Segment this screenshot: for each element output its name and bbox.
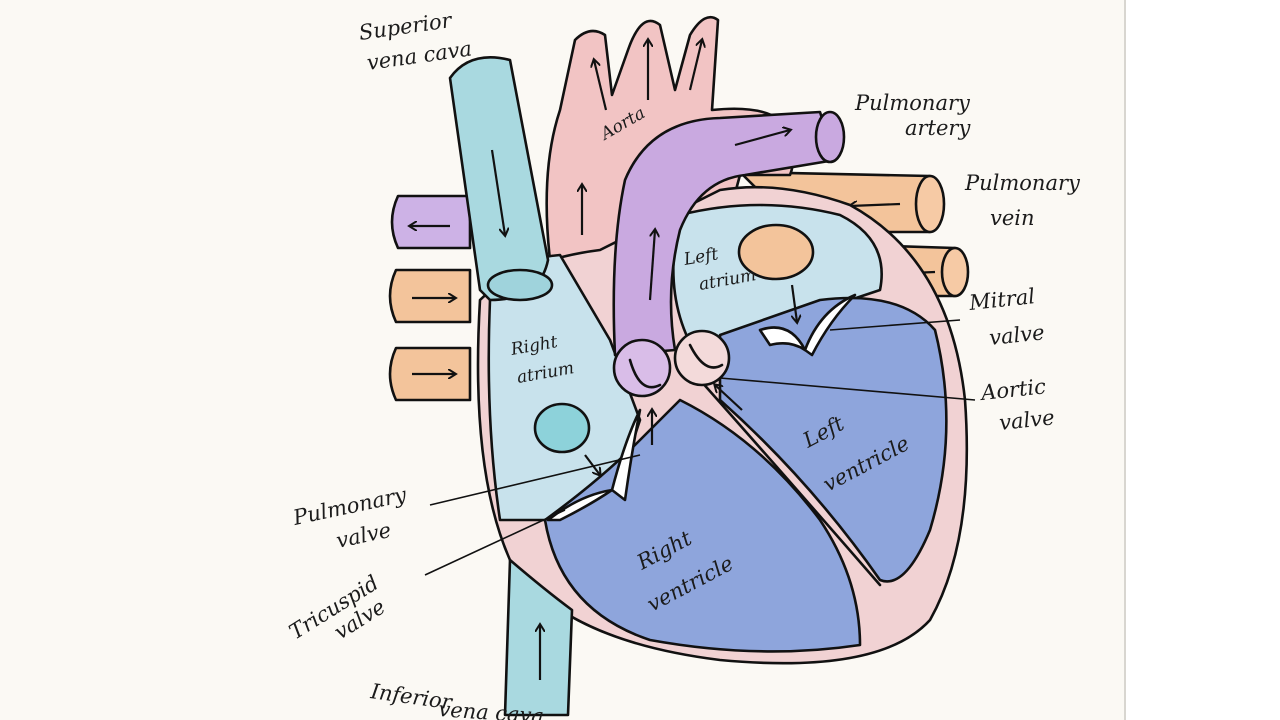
label-pv-line1: Pulmonary <box>964 171 1081 195</box>
label-mitral-line2: valve <box>988 320 1046 350</box>
label-ivc-line2: vena cava <box>438 697 545 720</box>
leader-lines <box>424 319 976 576</box>
label-pa-line1: Pulmonary <box>854 91 971 115</box>
pulmonary-valve-ring <box>612 338 672 398</box>
valves <box>533 223 857 522</box>
pulmonary-artery <box>612 110 846 357</box>
aortic-valve-ring <box>673 329 731 387</box>
label-aortic-line2: valve <box>998 405 1056 435</box>
inferior-vena-cava <box>503 558 574 717</box>
left-pulmonary-vessels <box>388 194 472 402</box>
flow-arrows <box>584 284 797 475</box>
label-pv-line2: vein <box>990 206 1035 230</box>
label-pa-line2: artery <box>905 116 971 140</box>
superior-vena-cava <box>448 56 554 302</box>
